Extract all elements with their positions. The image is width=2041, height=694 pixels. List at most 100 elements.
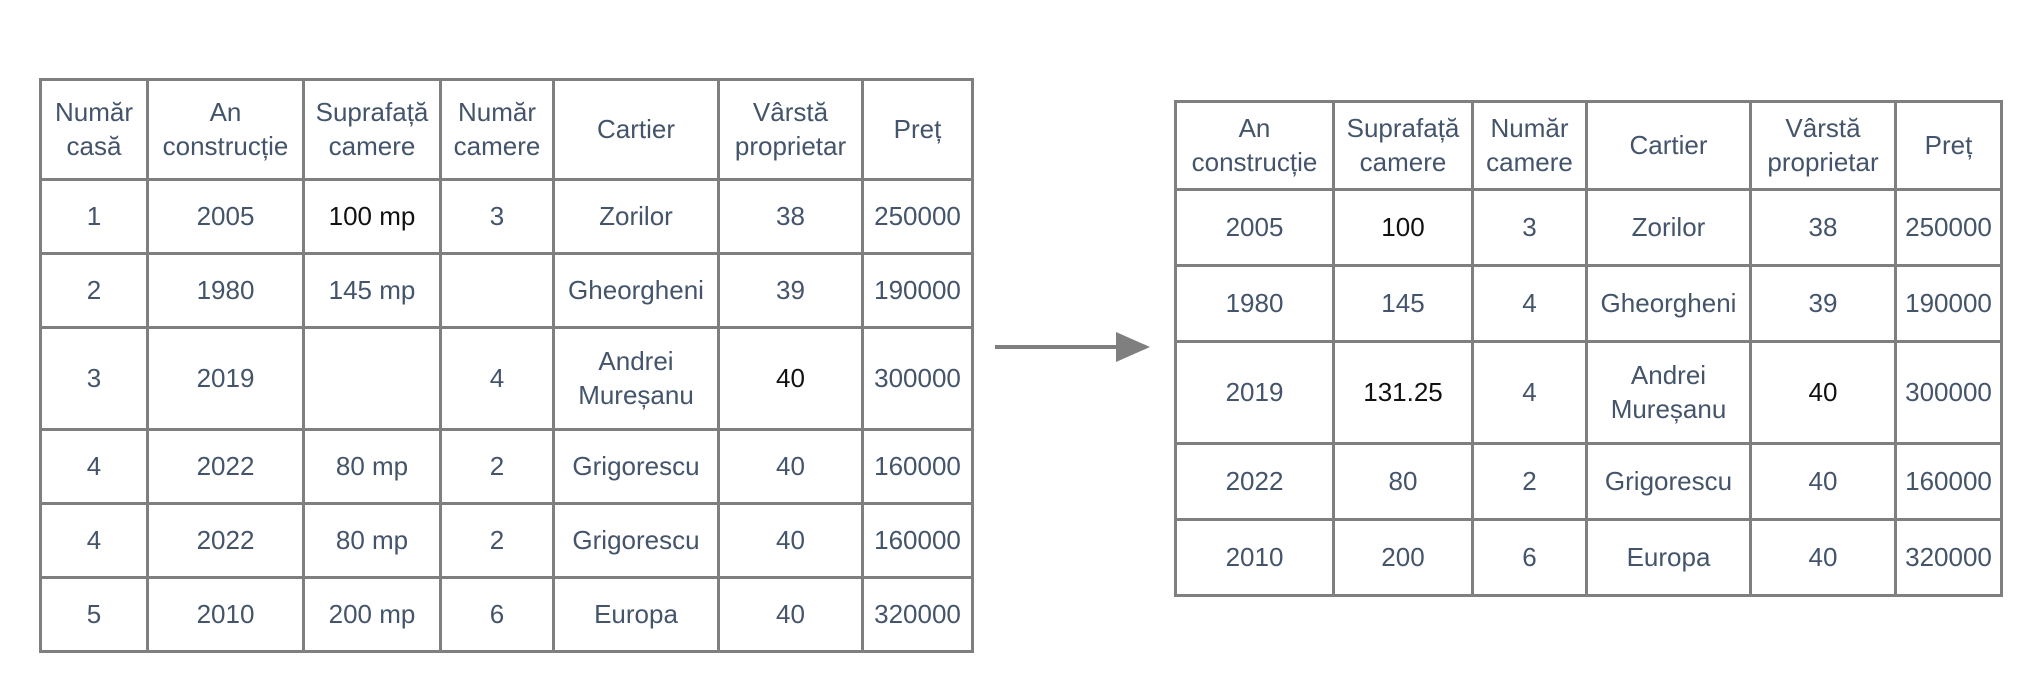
column-header: An construcție: [146, 78, 305, 181]
table-cell: 1980: [146, 252, 305, 329]
table-cell: 300000: [861, 326, 974, 431]
table-cell: Andrei Mureșanu: [1585, 340, 1752, 445]
table-cell: 145: [1332, 264, 1474, 343]
table-cell: 3: [439, 178, 555, 255]
table-cell: 2005: [1174, 188, 1335, 267]
column-header: Cartier: [1585, 100, 1752, 191]
table-cell: 38: [717, 178, 864, 255]
table-cell: 80: [1332, 442, 1474, 521]
table-cell: 2: [439, 428, 555, 505]
column-header: Număr casă: [39, 78, 149, 181]
table-cell: 320000: [861, 576, 974, 653]
column-header: Preț: [1894, 100, 2003, 191]
table-cell: 40: [717, 428, 864, 505]
column-header: Număr camere: [1471, 100, 1588, 191]
column-header: Vârstă proprietar: [1749, 100, 1897, 191]
table-cell: 39: [717, 252, 864, 329]
column-header: An construcție: [1174, 100, 1335, 191]
table-cell: Grigorescu: [552, 502, 720, 579]
table-cell: 80 mp: [302, 428, 442, 505]
table-cell: 200 mp: [302, 576, 442, 653]
table-cell: 250000: [1894, 188, 2003, 267]
table-cell: 80 mp: [302, 502, 442, 579]
table-cell: [302, 326, 442, 431]
table-cell: 2: [439, 502, 555, 579]
table-cell: 4: [439, 326, 555, 431]
table-cell: 2022: [146, 502, 305, 579]
table-cell: 2: [1471, 442, 1588, 521]
table-cell: 6: [1471, 518, 1588, 597]
table-cell: Gheorgheni: [552, 252, 720, 329]
table-cell: 1980: [1174, 264, 1335, 343]
table-cell: 2005: [146, 178, 305, 255]
table-cell: 145 mp: [302, 252, 442, 329]
table-cell: 5: [39, 576, 149, 653]
table-cell: 300000: [1894, 340, 2003, 445]
table-cell: 1: [39, 178, 149, 255]
table-cell: 190000: [1894, 264, 2003, 343]
table-cell: 2019: [1174, 340, 1335, 445]
table-cell: 40: [717, 326, 864, 431]
table-cell: 40: [1749, 442, 1897, 521]
table-cell: 2010: [146, 576, 305, 653]
table-cell: 190000: [861, 252, 974, 329]
table-cell: 39: [1749, 264, 1897, 343]
table-cell: Europa: [1585, 518, 1752, 597]
table-cell: 2022: [146, 428, 305, 505]
table-cell: 6: [439, 576, 555, 653]
table-cell: 40: [717, 502, 864, 579]
table-cell: 2019: [146, 326, 305, 431]
table-cell: Andrei Mureșanu: [552, 326, 720, 431]
table-cell: 3: [1471, 188, 1588, 267]
table-cell: 320000: [1894, 518, 2003, 597]
column-header: Preț: [861, 78, 974, 181]
column-header: Vârstă proprietar: [717, 78, 864, 181]
table-cell: 40: [717, 576, 864, 653]
table-cell: 250000: [861, 178, 974, 255]
table-cell: 131.25: [1332, 340, 1474, 445]
table-cell: 4: [1471, 264, 1588, 343]
transform-arrow-icon: [990, 327, 1155, 367]
table-cell: 40: [1749, 518, 1897, 597]
table-cell: 100: [1332, 188, 1474, 267]
column-header: Suprafață camere: [302, 78, 442, 181]
table-cell: 40: [1749, 340, 1897, 445]
table-cell: 3: [39, 326, 149, 431]
column-header: Număr camere: [439, 78, 555, 181]
table-cell: 2: [39, 252, 149, 329]
table-cell: Gheorgheni: [1585, 264, 1752, 343]
table-cell: 200: [1332, 518, 1474, 597]
table-cell: 38: [1749, 188, 1897, 267]
table-cell: [439, 252, 555, 329]
table-cell: 4: [39, 428, 149, 505]
table-cell: 160000: [861, 428, 974, 505]
table-cell: Europa: [552, 576, 720, 653]
table-cell: 4: [1471, 340, 1588, 445]
column-header: Cartier: [552, 78, 720, 181]
table-cell: Zorilor: [552, 178, 720, 255]
table-cell: 2022: [1174, 442, 1335, 521]
column-header: Suprafață camere: [1332, 100, 1474, 191]
table-cell: 160000: [1894, 442, 2003, 521]
table-cell: Grigorescu: [552, 428, 720, 505]
table-cell: 2010: [1174, 518, 1335, 597]
table-cell: Grigorescu: [1585, 442, 1752, 521]
table-cell: Zorilor: [1585, 188, 1752, 267]
table-cell: 4: [39, 502, 149, 579]
table-cell: 160000: [861, 502, 974, 579]
